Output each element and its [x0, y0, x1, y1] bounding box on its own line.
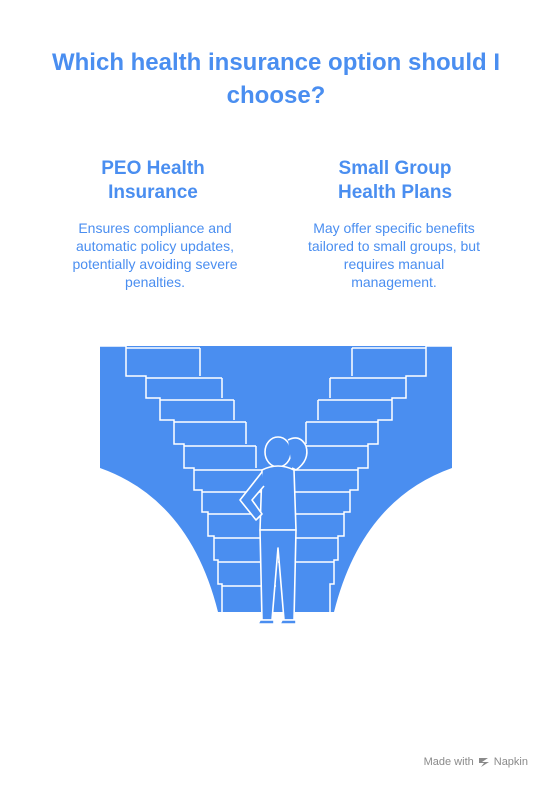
left-steps [100, 345, 276, 612]
option-title-peo: PEO Health Insurance [101, 158, 205, 203]
person-torso [259, 465, 297, 531]
person-feet [257, 619, 297, 625]
napkin-brand-label: Napkin [493, 756, 528, 768]
left-staircase [100, 346, 276, 612]
option-description-small-group: May offer specific benefits tailored to … [308, 220, 480, 290]
person-head [264, 436, 292, 468]
option-description-peo: Ensures compliance and automatic policy … [72, 220, 238, 290]
right-steps [278, 345, 452, 612]
option-title-small-group: Small Group Health Plans [337, 158, 453, 203]
thinking-person-figure [239, 436, 308, 625]
page-title: Which health insurance option should I c… [51, 49, 500, 109]
person-raised-arm [287, 437, 308, 471]
napkin-logo-icon [478, 758, 489, 767]
right-staircase [276, 346, 452, 612]
made-with-label: Made with [423, 756, 474, 768]
made-with-footer: Made with Napkin [424, 756, 528, 768]
person-left-arm [239, 471, 265, 521]
